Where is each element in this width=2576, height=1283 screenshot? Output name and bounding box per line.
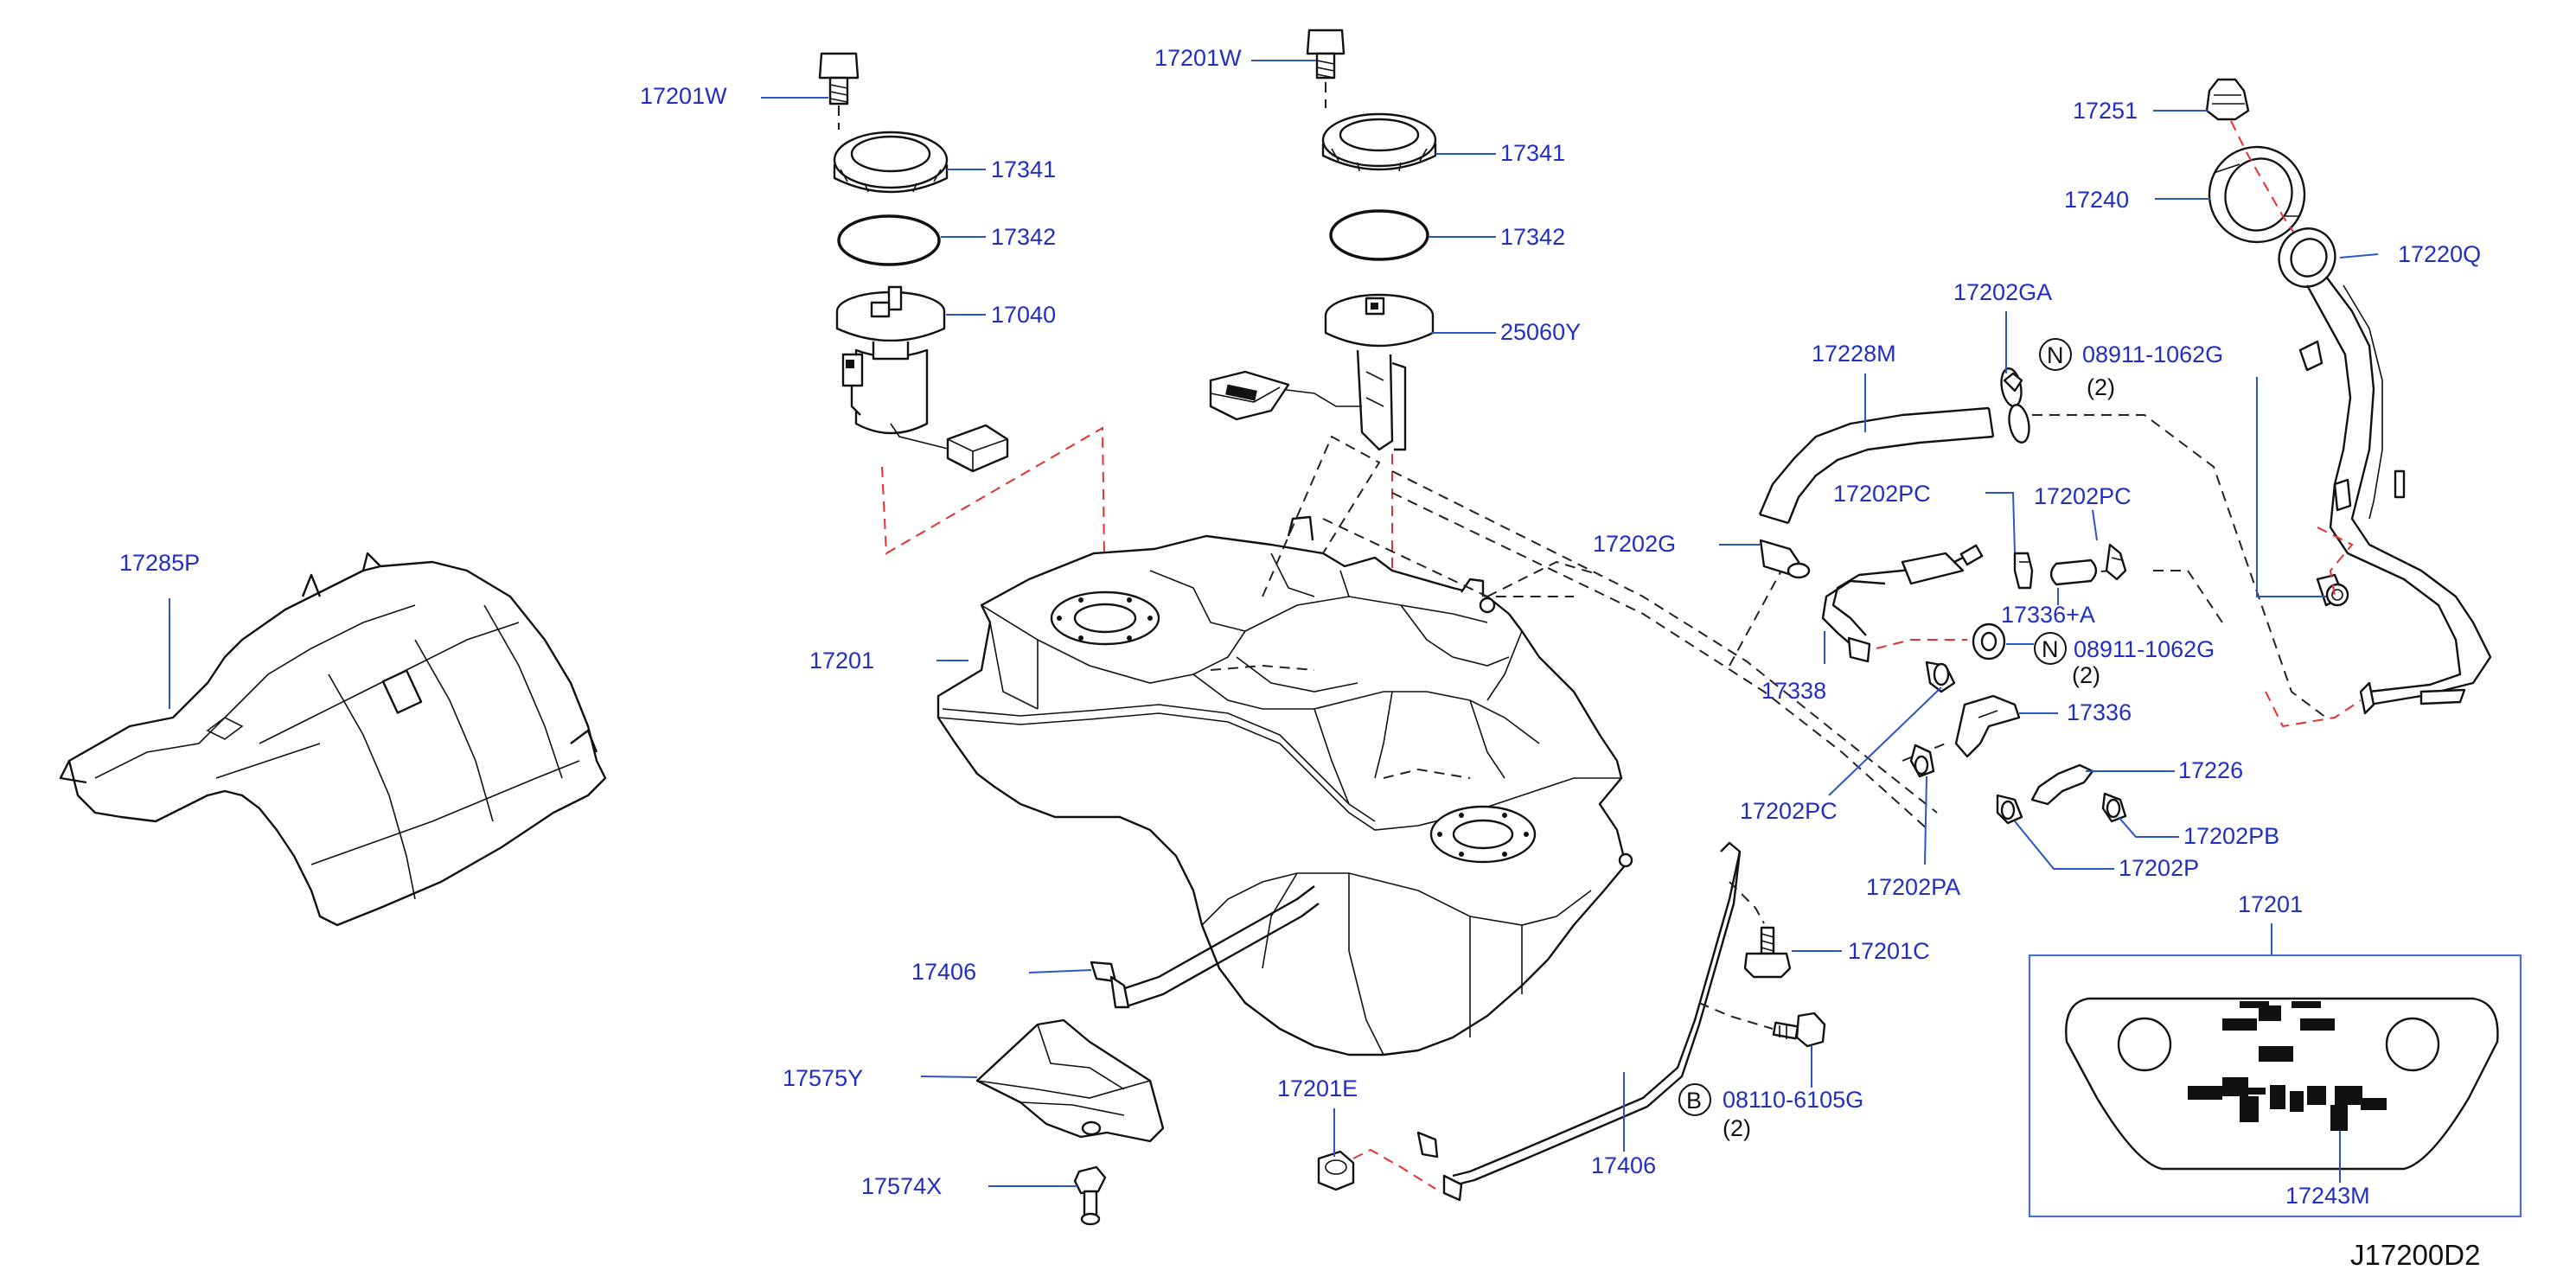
label-17202PA: 17202PA: [1866, 874, 1960, 900]
label-25060Y: 25060Y: [1500, 319, 1581, 345]
gasket-17342-left: [837, 214, 941, 266]
label-17202PC-c: 17202PC: [1740, 798, 1838, 824]
protector-17575Y: [975, 1018, 1165, 1143]
cap-17251: [2205, 78, 2250, 121]
label-17574X: 17574X: [861, 1173, 942, 1199]
clamp-17202PC-a: [2013, 552, 2034, 590]
clamp-17202G: [1759, 539, 1811, 579]
bottom-view-17243M: [2065, 997, 2499, 1171]
badge-B-letter: B: [1686, 1088, 1702, 1114]
label-17202G: 17202G: [1593, 531, 1676, 557]
label-17201E: 17201E: [1277, 1076, 1358, 1101]
diagram-reference-id: J17200D2: [2350, 1239, 2480, 1271]
hose-17226: [2030, 763, 2094, 806]
heat-shield-17285P: [59, 552, 607, 927]
label-17243M: 17243M: [2285, 1183, 2370, 1209]
label-08110-qty: (2): [1723, 1115, 1751, 1141]
bolt-17201E: [1317, 1150, 1355, 1191]
hose-17228M: [1758, 406, 1995, 525]
label-17201W-center: 17201W: [1154, 45, 1242, 71]
housing-17240: [2208, 145, 2306, 244]
hose-17336A: [2049, 559, 2098, 586]
bolt-17201W-left: [818, 52, 860, 105]
clamp-17202GA: [2000, 367, 2030, 444]
grommet-08911-b: [1972, 622, 2006, 661]
label-17285P: 17285P: [119, 550, 200, 576]
label-17202PC-a: 17202PC: [1833, 481, 1931, 507]
bolt-08110-6105G: [1772, 1012, 1826, 1048]
hose-17338: [1821, 544, 1984, 663]
fuel-tank-17201: [936, 515, 1633, 1056]
label-17342-left: 17342: [991, 224, 1056, 250]
label-17226: 17226: [2178, 757, 2243, 783]
badge-B: [1678, 1083, 1711, 1116]
label-17202PC-b: 17202PC: [2034, 483, 2132, 509]
clamp-17202PB: [2101, 792, 2127, 823]
fuel-pump-17040: [835, 285, 1009, 473]
retainer-17341-center: [1321, 112, 1437, 172]
label-17341-left: 17341: [991, 156, 1056, 182]
bolt-17201W-center: [1306, 29, 1346, 80]
label-17220Q: 17220Q: [2398, 241, 2481, 267]
clamp-17202P: [1996, 794, 2023, 825]
sender-25060Y: [1209, 293, 1435, 451]
badge-N-b-letter: N: [2042, 636, 2059, 662]
hose-17336: [1954, 694, 2021, 758]
label-17228M: 17228M: [1812, 341, 1896, 367]
retainer-17341-left: [833, 131, 949, 194]
label-17201C: 17201C: [1848, 938, 1930, 964]
label-08911-a: 08911-1062G: [2082, 341, 2223, 367]
clip-17574X: [1073, 1165, 1107, 1226]
label-17336A: 17336+A: [2001, 602, 2095, 628]
label-17338: 17338: [1761, 678, 1826, 704]
label-17201-tank: 17201: [809, 648, 874, 673]
label-17202PB: 17202PB: [2183, 823, 2279, 849]
label-08911-a-qty: (2): [2087, 374, 2115, 400]
badge-N-a: [2039, 338, 2072, 371]
label-17040: 17040: [991, 302, 1056, 328]
label-08110: 08110-6105G: [1723, 1087, 1863, 1113]
clamp-17202PA: [1909, 744, 1935, 778]
badge-N-b: [2034, 632, 2067, 665]
label-17240: 17240: [2064, 187, 2129, 213]
label-08911-b-qty: (2): [2072, 662, 2100, 688]
inset-frame: [2028, 954, 2522, 1218]
strap-17406-left: [1090, 885, 1320, 1009]
strap-17406-right: [1416, 841, 1742, 1202]
clamp-17202PC-b: [2105, 543, 2127, 581]
label-17201-inset: 17201: [2238, 891, 2303, 917]
clamp-17202PC-c: [1925, 661, 1956, 693]
label-17341-center: 17341: [1500, 140, 1565, 166]
label-17201W-left: 17201W: [640, 83, 727, 109]
bolt-17201C: [1743, 926, 1792, 979]
label-17406-left: 17406: [911, 959, 976, 985]
badge-N-a-letter: N: [2047, 342, 2064, 368]
label-17202P: 17202P: [2119, 855, 2199, 881]
label-17406-right: 17406: [1591, 1152, 1656, 1178]
gasket-17342-center: [1329, 209, 1429, 261]
label-17336: 17336: [2067, 699, 2132, 725]
label-17251: 17251: [2073, 98, 2138, 124]
label-08911-b: 08911-1062G: [2074, 636, 2215, 662]
label-17202GA: 17202GA: [1953, 279, 2052, 305]
filler-tube-17220Q: [2278, 227, 2492, 715]
label-17575Y: 17575Y: [783, 1065, 863, 1091]
label-17342-center: 17342: [1500, 224, 1565, 250]
